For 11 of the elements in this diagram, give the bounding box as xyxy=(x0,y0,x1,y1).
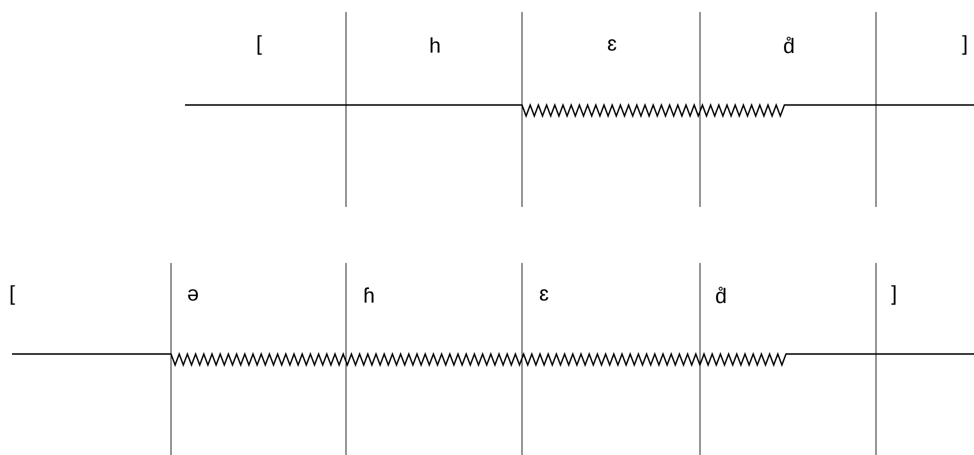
phonetic-symbol: h xyxy=(430,37,440,53)
phonetic-symbol: ] xyxy=(962,35,966,55)
phonetic-symbol: ɛ xyxy=(540,289,548,301)
phonetic-symbol: [ xyxy=(10,285,15,305)
phonetic-symbol: d̊ xyxy=(716,286,726,304)
phonetic-symbol: [ xyxy=(258,35,262,55)
phonetic-symbol: ] xyxy=(891,285,896,305)
phonetic-symbol: d̊ xyxy=(784,36,794,54)
phonetic-symbol: ə xyxy=(188,289,198,301)
phonetic-symbol: ɦ xyxy=(364,287,374,303)
phonetic-symbol: ɛ xyxy=(608,39,616,51)
